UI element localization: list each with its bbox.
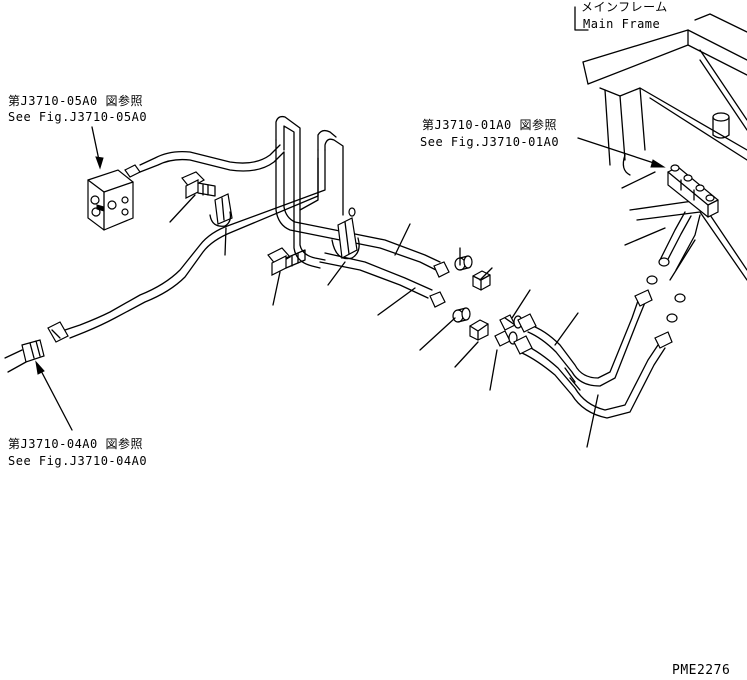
lower-left-fitting	[4, 321, 69, 373]
valve-block	[87, 164, 141, 231]
fittings-upper-row	[429, 255, 523, 331]
pipe-end-nuts-right	[513, 313, 581, 391]
ref-05-label-en: See Fig.J3710-05A0	[8, 110, 148, 124]
pipe-lower-right	[521, 211, 701, 419]
manifold-fittings	[667, 164, 719, 218]
elbow-fittings-right	[634, 257, 686, 349]
ref-04-label-jp: 第J3710-04A0 図参照	[8, 437, 143, 451]
clamp-right	[331, 207, 360, 260]
leader-lines	[35, 6, 696, 448]
clamp-left	[209, 193, 233, 227]
main-frame-label-jp: メインフレーム	[581, 0, 668, 14]
bolt-upper	[181, 171, 216, 199]
drawing-code: PME2276	[672, 663, 731, 678]
pipe-left-long	[64, 129, 344, 339]
pipe-upper-to-valve	[139, 115, 346, 241]
pipe-right-pair	[293, 199, 441, 299]
bolt-lower	[267, 247, 306, 276]
main-frame-label-en: Main Frame	[583, 17, 661, 31]
ref-05-label-jp: 第J3710-05A0 図参照	[8, 94, 143, 108]
fittings-lower-row	[452, 307, 518, 347]
ref-04-label-en: See Fig.J3710-04A0	[8, 454, 148, 468]
ref-01-label-jp: 第J3710-01A0 図参照	[422, 118, 557, 132]
ref-01-label-en: See Fig.J3710-01A0	[420, 135, 560, 149]
main-frame	[582, 13, 747, 281]
